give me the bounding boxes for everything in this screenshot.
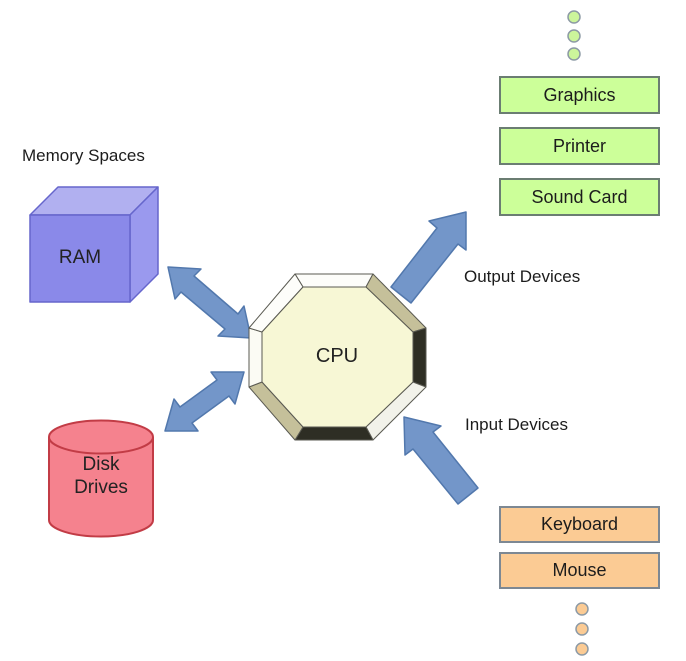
disk-cylinder-body [48,437,154,538]
cpu-bevel-bottom [294,426,374,441]
ellipsis-dot [567,10,581,24]
cpu-bevel-right [412,327,427,388]
ellipsis-dot [575,602,589,616]
ellipsis-dot [567,29,581,43]
cpu-bevel-left [248,327,263,388]
output-device-box-label: Sound Card [531,186,628,207]
memory-spaces-label: Memory Spaces [22,146,145,165]
output-ellipsis-dots-icon [567,10,581,61]
ellipsis-dot [575,622,589,636]
input-ellipsis-dots-icon [575,602,589,656]
input-arrow-icon [403,416,479,505]
ellipsis-dot [575,642,589,656]
ram-cube-front-face [29,214,131,303]
input-device-box-keyboard: Keyboard [499,506,660,543]
output-device-box-graphics: Graphics [499,76,660,114]
disk-cylinder-top [48,419,154,455]
output-device-box-sound-card: Sound Card [499,178,660,216]
ram-cube [29,186,159,303]
cpu-face [261,286,414,428]
cpu-node-label: CPU [315,345,359,367]
output-arrow-icon [390,211,467,304]
output-device-box-printer: Printer [499,127,660,165]
output-devices-label: Output Devices [464,267,581,286]
output-device-box-label: Graphics [543,84,616,105]
cpu-octagon [248,273,427,441]
cpu-bevel-top [294,273,374,288]
input-device-box-label: Mouse [552,560,607,580]
disk-cpu-double-arrow-icon [164,371,245,432]
input-devices-label: Input Devices [465,415,568,434]
ram-cpu-double-arrow-icon [167,266,252,339]
ellipsis-dot [567,47,581,61]
disk-drives-node-label: Disk Drives [74,454,128,498]
input-device-box-mouse: Mouse [499,552,660,589]
disk-cylinder [48,419,154,538]
output-device-box-label: Printer [552,135,606,156]
input-device-box-label: Keyboard [540,514,619,534]
ram-node-label: RAM [58,247,102,268]
